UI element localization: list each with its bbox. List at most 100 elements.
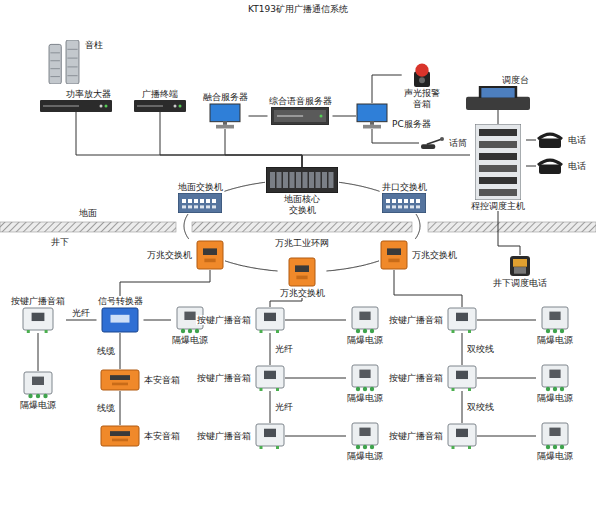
icon-shape	[32, 377, 44, 385]
device-node: 电话	[536, 158, 587, 174]
device-icon	[100, 369, 140, 391]
device-node: 本安音箱	[100, 425, 181, 447]
icon-shape	[398, 205, 402, 208]
device-label: PC服务器	[391, 119, 432, 129]
device-node: 井口交换机	[381, 182, 428, 213]
icon-shape	[456, 371, 468, 379]
icon-shape	[542, 307, 568, 329]
connector-line	[394, 270, 462, 307]
icon-shape	[188, 199, 192, 203]
device-icon	[447, 423, 477, 449]
icon-shape	[329, 172, 334, 188]
icon-shape	[363, 329, 367, 333]
device-node: 隔爆电源	[536, 422, 574, 461]
device-icon	[536, 132, 564, 148]
icon-shape	[415, 64, 428, 77]
icon-shape	[392, 199, 396, 203]
device-node: 隔爆电源	[536, 364, 574, 403]
device-label: 本安音箱	[143, 375, 181, 385]
icon-shape	[200, 199, 204, 203]
icon-shape	[264, 371, 276, 379]
icon-shape	[303, 172, 308, 188]
icon-shape	[404, 205, 408, 208]
device-node: 地面核心交换机	[266, 167, 338, 216]
icon-shape	[260, 330, 263, 333]
device-node: 万兆交换机	[380, 240, 458, 270]
connector-line	[498, 110, 499, 124]
icon-shape	[370, 387, 374, 391]
icon-shape	[320, 115, 323, 118]
icon-shape	[296, 276, 307, 280]
icon-shape	[110, 431, 130, 436]
icon-shape	[322, 172, 327, 188]
icon-shape	[289, 258, 315, 286]
connector-line	[477, 436, 536, 437]
icon-shape	[223, 121, 227, 125]
device-node: 万兆交换机	[146, 240, 224, 270]
connector-line	[302, 155, 470, 167]
icon-shape	[357, 104, 387, 122]
device-node: 按键广播音箱	[10, 296, 66, 333]
icon-shape	[479, 129, 517, 136]
device-label: 本安音箱	[143, 431, 181, 441]
connector-line	[526, 166, 536, 167]
device-label: 按键广播音箱	[196, 431, 252, 441]
connector-line	[498, 211, 520, 255]
icon-shape	[283, 172, 288, 188]
connector-line	[120, 333, 121, 369]
connector-line	[270, 298, 302, 307]
device-label: 综合语音服务器	[268, 96, 333, 106]
icon-shape	[356, 329, 360, 333]
icon-shape	[419, 77, 425, 83]
icon-shape	[388, 259, 399, 263]
icon-shape	[266, 167, 338, 193]
diagram-title: KT193矿用广播通信系统	[247, 4, 349, 14]
icon-shape	[277, 115, 303, 117]
device-label: 地面核心交换机	[282, 194, 323, 216]
device-node: 功率放大器	[40, 89, 112, 112]
device-label: 电话	[567, 135, 587, 145]
icon-shape	[381, 241, 407, 269]
device-label: 声光报警音箱	[402, 88, 443, 110]
device-icon	[419, 137, 445, 149]
icon-shape	[181, 329, 185, 333]
device-node: 话筒	[419, 137, 468, 149]
icon-shape	[256, 308, 284, 330]
device-node: 隔爆电源	[19, 371, 57, 410]
icon-shape	[112, 439, 128, 442]
icon-shape	[456, 313, 468, 321]
icon-shape	[542, 423, 568, 445]
device-label: 程控调度主机	[470, 201, 526, 211]
device-icon	[266, 167, 338, 193]
device-label: 万兆交换机	[279, 288, 326, 298]
connector-line	[339, 182, 380, 191]
device-label: 电话	[567, 161, 587, 171]
device-node: 隔爆电源	[346, 422, 384, 461]
connector-line	[372, 75, 402, 103]
icon-shape	[66, 40, 79, 84]
icon-shape	[184, 312, 195, 320]
icon-shape	[212, 205, 216, 208]
icon-shape	[112, 383, 128, 386]
connector-line	[477, 320, 536, 321]
icon-shape	[479, 141, 517, 148]
connector-line	[327, 261, 380, 271]
icon-shape	[352, 365, 378, 387]
device-icon	[196, 240, 224, 270]
device-node: 程控调度主机	[470, 124, 526, 211]
icon-shape	[553, 329, 557, 333]
icon-shape	[468, 388, 471, 391]
device-node: 按键广播音箱	[388, 365, 477, 391]
device-icon	[40, 100, 112, 112]
icon-shape	[309, 172, 314, 188]
icon-shape	[182, 199, 186, 203]
icon-shape	[24, 372, 52, 394]
icon-shape	[179, 105, 182, 108]
device-label: 万兆交换机	[146, 250, 193, 260]
icon-shape	[553, 445, 557, 449]
icon-shape	[277, 172, 282, 188]
device-node: 按键广播音箱	[196, 307, 285, 333]
icon-shape	[32, 313, 45, 321]
icon-shape	[101, 370, 139, 390]
icon-shape	[194, 199, 198, 203]
